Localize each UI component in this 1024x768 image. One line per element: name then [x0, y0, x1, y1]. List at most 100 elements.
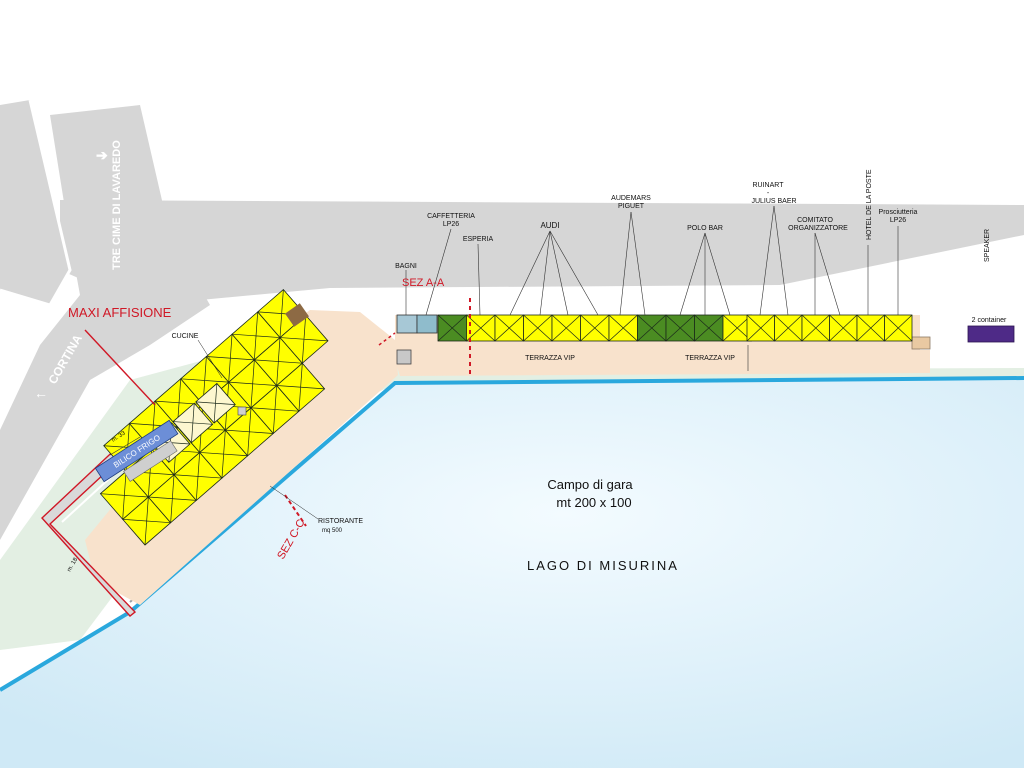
- leader-line-4: [539, 230, 551, 316]
- tent-row-3: [523, 314, 553, 342]
- tent-rows: [99, 289, 913, 546]
- tent-row-6: [608, 314, 638, 342]
- section-markers: [84, 298, 749, 527]
- kitchen-module-2: [195, 382, 236, 424]
- label-caffetteria-sub: LP26: [443, 221, 459, 228]
- tent-diag-1-5-ridge: [228, 359, 277, 408]
- tent-diag-1-7-ridge: [279, 315, 328, 364]
- leader-line-2: [477, 243, 481, 316]
- shoreline: [0, 376, 1024, 692]
- leader-line-12: [759, 205, 775, 316]
- tent-row-east-3-ridge: [829, 314, 858, 342]
- label-audemars: AUDEMARS: [611, 195, 651, 202]
- tent-diag-0-3-ridge: [199, 430, 248, 479]
- label-dash: -: [767, 190, 770, 197]
- tent-diag-0-1-ridge: [148, 474, 197, 523]
- label-hotel-de-la-poste: HOTEL DE LA POSTE: [866, 169, 873, 240]
- tent-row-east-0-ridge: [746, 314, 775, 342]
- leader-line-11: [704, 232, 731, 316]
- bagni-module: [396, 314, 418, 334]
- label-audi: AUDI: [540, 221, 559, 230]
- lake-label: LAGO DI MISURINA: [527, 558, 679, 573]
- tent-diag-0-6-ridge: [276, 363, 325, 412]
- leader-line-15: [814, 232, 841, 316]
- label-organizzatore: ORGANIZZATORE: [788, 225, 848, 232]
- tent-row-east-0: [746, 314, 775, 342]
- label-polo-bar: POLO BAR: [687, 225, 723, 232]
- tent-diag-2-4-ridge: [206, 334, 255, 383]
- label-ristorante-area: mq 500: [322, 528, 343, 534]
- field-line-1: Campo di gara: [547, 477, 633, 492]
- tent-diag-0-0-ridge: [122, 497, 171, 546]
- lake-labels: Campo di gara mt 200 x 100 LAGO DI MISUR…: [527, 477, 679, 573]
- maxi-affisione-pointer: [84, 329, 156, 406]
- road-left: [0, 105, 210, 540]
- tent-row-1-ridge: [466, 314, 496, 342]
- tent-row-5-ridge: [580, 314, 610, 342]
- label-caffetteria: CAFFETTERIA: [427, 213, 475, 220]
- tent-diag-0-4-ridge: [225, 407, 274, 456]
- speaker-container: [967, 325, 1015, 343]
- tent-row-east-1-ridge: [774, 314, 803, 342]
- leader-line-5: [549, 230, 569, 316]
- tent-row-9: [694, 314, 724, 342]
- label-piguet: PIGUET: [618, 203, 645, 210]
- tent-row-2: [494, 314, 524, 342]
- vendor-labels: BAGNI CAFFETTERIA LP26 ESPERIA AUDI AUDE…: [395, 169, 1007, 324]
- leader-line-6: [549, 230, 599, 316]
- arrow-left-icon: ←: [34, 385, 48, 401]
- tent-row-4: [551, 314, 581, 342]
- tent-diag-2-5-ridge: [232, 311, 281, 360]
- leader-line-13: [773, 205, 789, 316]
- label-prosciutteria: Prosciutteria: [879, 209, 918, 216]
- lake-area: [0, 378, 1024, 768]
- ristorante-pointer: [269, 485, 319, 520]
- section-c-line: [284, 494, 307, 527]
- label-speaker: SPEAKER: [984, 229, 991, 262]
- label-cucine: CUCINE: [172, 333, 199, 340]
- label-esperia: ESPERIA: [463, 236, 494, 243]
- platform-end-step: [911, 336, 931, 350]
- stairs: [285, 303, 309, 327]
- tent-row-east-1: [774, 314, 803, 342]
- maxi-affisione-label: MAXI AFFISIONE: [68, 305, 172, 320]
- tent-row-east-5-ridge: [884, 314, 913, 342]
- arrow-up-icon: ➔: [96, 147, 108, 163]
- leader-line-9: [679, 232, 706, 316]
- kitchen-module-1: [172, 402, 214, 444]
- kitchen-module-1-ridge: [173, 403, 213, 443]
- tent-row-8-ridge: [665, 314, 695, 342]
- tent-row-4-ridge: [551, 314, 581, 342]
- tent-row-7: [637, 314, 667, 342]
- label-terrazza-vip-1: TERRAZZA VIP: [525, 355, 575, 362]
- tent-row-2-ridge: [494, 314, 524, 342]
- bilico-frigo-trailer: [123, 440, 178, 482]
- tent-row-1: [466, 314, 496, 342]
- caffetteria-module: [416, 314, 438, 334]
- tent-row-east-2: [801, 314, 830, 342]
- leader-line-7: [619, 211, 632, 316]
- road-main-horizontal: [60, 200, 1024, 305]
- service-modules: [285, 303, 1015, 365]
- leader-line-1: [425, 228, 452, 316]
- tent-diag-0-2-ridge: [173, 452, 223, 501]
- tent-row-7-ridge: [637, 314, 667, 342]
- leader-line-8: [630, 211, 646, 316]
- bar-square: [396, 349, 412, 365]
- label-prosciutteria-sub: LP26: [890, 217, 906, 224]
- tent-row-east-4: [856, 314, 885, 342]
- label-terrazza-vip-2: TERRAZZA VIP: [685, 355, 735, 362]
- field-line-2: mt 200 x 100: [556, 495, 631, 510]
- tent-row-east-3: [829, 314, 858, 342]
- bilico-frigo-cab: [94, 419, 179, 483]
- tent-row-east-5: [884, 314, 913, 342]
- kitchen-module-2-ridge: [195, 383, 236, 424]
- section-a-label: SEZ A-A: [402, 277, 445, 289]
- tent-row-0: [437, 314, 467, 342]
- tent-row-0-ridge: [437, 314, 467, 342]
- tent-row-8: [665, 314, 695, 342]
- leader-line-3: [509, 230, 551, 316]
- cucine-pointer: [197, 339, 223, 379]
- vendor-leader-lines: [405, 205, 899, 316]
